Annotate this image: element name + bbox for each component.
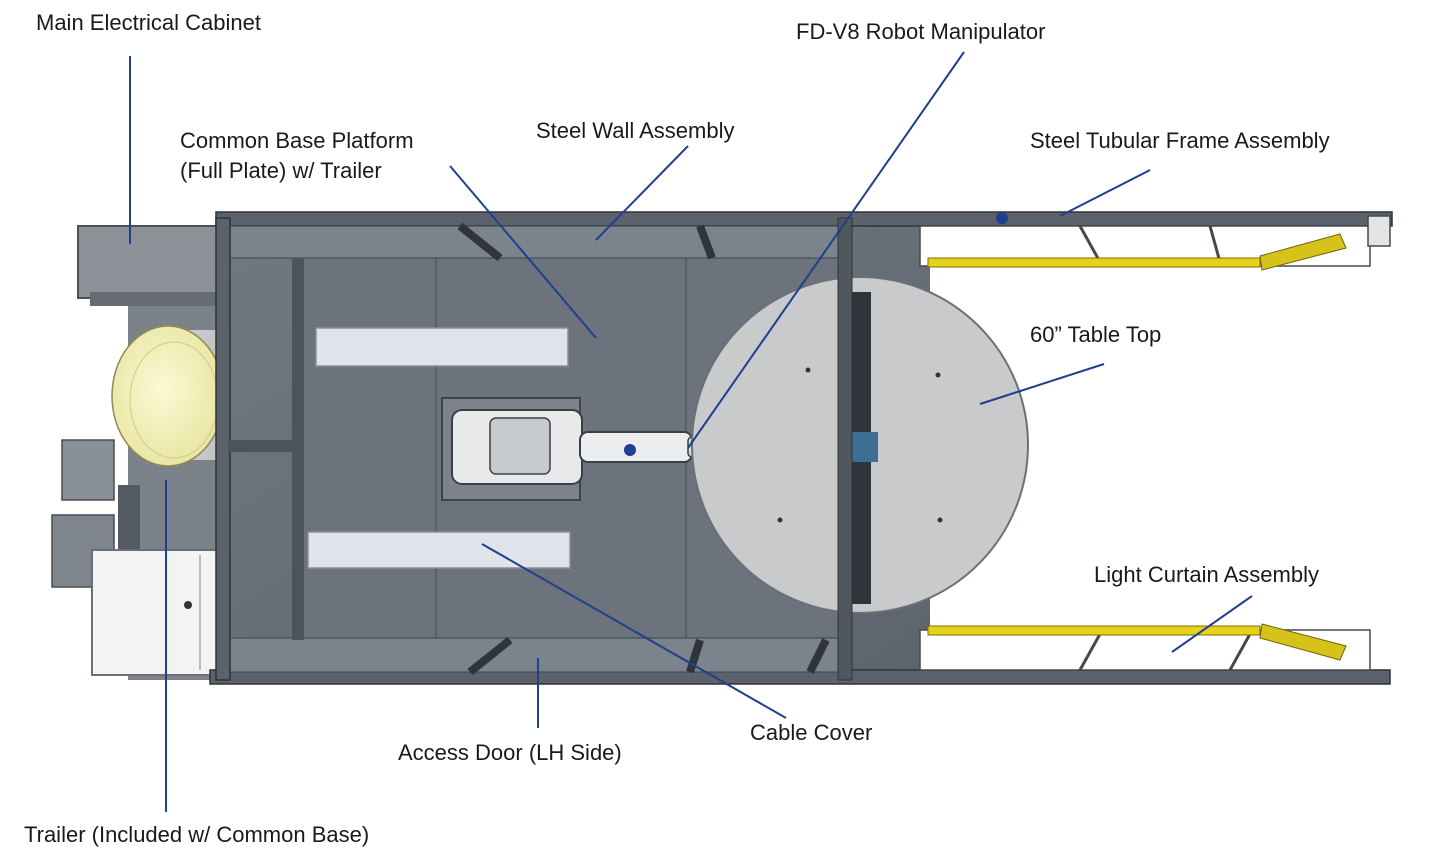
table-bolt-3 <box>777 517 783 523</box>
tubular-brace-4 <box>1228 633 1252 671</box>
table-bolt-1 <box>805 367 811 373</box>
frame-left-post <box>215 217 231 681</box>
label-trailer: Trailer (Included w/ Common Base) <box>24 822 370 847</box>
label-table-top: 60” Table Top <box>1030 322 1162 347</box>
drum-tank <box>111 325 225 467</box>
tubular-brace-1 <box>1078 225 1102 263</box>
leader-cable-cover <box>481 543 787 719</box>
tubular-brace-2 <box>1078 633 1102 671</box>
leader-dot-tubular-frame <box>996 212 1008 224</box>
table-bolt-2 <box>935 372 941 378</box>
light-curtain-bottom-bracket <box>1259 623 1347 661</box>
steel-wall-upper <box>229 225 841 259</box>
power-supply-knob <box>184 601 192 609</box>
frame-crossbar <box>228 440 304 452</box>
frame-top-rail <box>215 211 1393 227</box>
cabinet-shelf <box>90 292 218 306</box>
label-fd-v8-robot: FD-V8 Robot Manipulator <box>796 19 1046 44</box>
table-assembly <box>691 276 1029 614</box>
leader-base-platform <box>449 165 597 339</box>
label-steel-wall-assembly: Steel Wall Assembly <box>536 118 735 143</box>
robot-arm <box>579 431 693 463</box>
label-access-door: Access Door (LH Side) <box>398 740 622 765</box>
frame-brace-3 <box>467 636 513 676</box>
robot-rail-top <box>315 327 569 367</box>
leader-steel-wall <box>595 145 689 241</box>
robot-manipulator <box>441 397 739 501</box>
leader-dot-robot <box>624 444 636 456</box>
frame-brace-2 <box>696 224 716 260</box>
main-electrical-cabinet <box>77 225 229 299</box>
leader-lines <box>129 51 1253 812</box>
label-main-electrical-cabinet: Main Electrical Cabinet <box>36 10 261 35</box>
label-light-curtain: Light Curtain Assembly <box>1094 562 1319 587</box>
tubular-brace-3 <box>1208 225 1222 263</box>
label-common-base-line1: Common Base Platform <box>180 128 414 153</box>
robot-motor <box>489 417 551 475</box>
label-steel-tubular-frame: Steel Tubular Frame Assembly <box>1030 128 1330 153</box>
table-center-hub <box>848 432 878 462</box>
table-bolt-4 <box>937 517 943 523</box>
leader-table-top <box>979 363 1105 405</box>
leader-light-curtain <box>1171 595 1253 653</box>
light-curtain-bottom <box>927 625 1261 636</box>
cable-cover-rail <box>307 531 571 569</box>
frame-end-cap <box>1367 215 1391 247</box>
steel-wall-lower <box>229 637 841 673</box>
label-cable-cover: Cable Cover <box>750 720 873 745</box>
light-curtain-top <box>927 257 1261 268</box>
label-common-base-line2: (Full Plate) w/ Trailer <box>180 158 382 183</box>
wire-feeder <box>61 439 115 501</box>
leader-dots <box>624 212 1008 456</box>
frame-mid-post <box>837 217 853 681</box>
leader-tubular-frame <box>1059 169 1151 217</box>
frame-brace-4 <box>686 638 704 674</box>
light-curtain-assembly <box>927 233 1347 661</box>
leader-robot <box>687 51 965 449</box>
frame-brace-1 <box>457 222 503 262</box>
frame-brace-5 <box>806 638 830 674</box>
light-curtain-top-bracket <box>1259 233 1347 271</box>
